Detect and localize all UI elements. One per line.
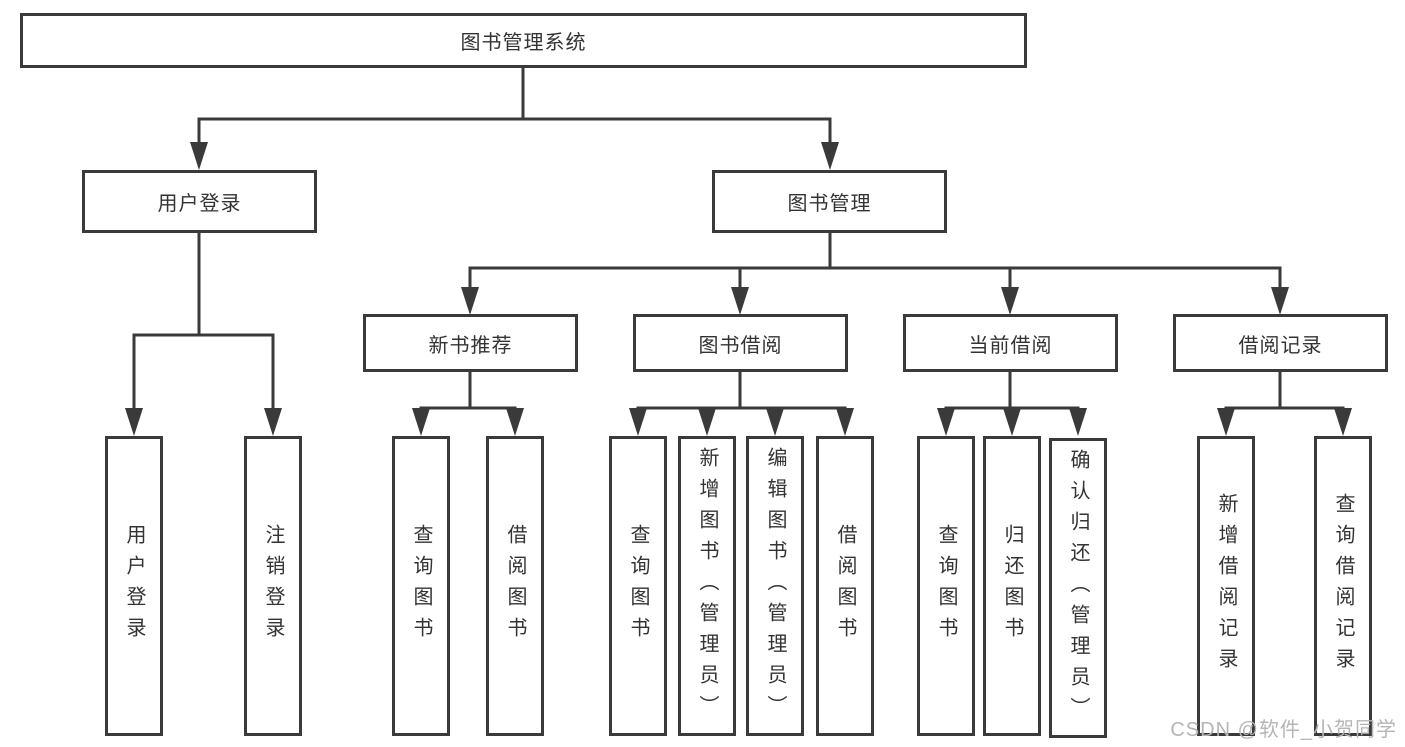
arrowheads-leaves [125, 408, 1352, 436]
connector-new-book-branch [419, 371, 517, 414]
node-label: 确认归还（管理员） [1067, 448, 1089, 728]
node-label: 借阅记录 [1238, 334, 1323, 357]
leaf-borrow-books: 借阅图书 [816, 436, 874, 736]
leaf-edit-book-admin: 编辑图书（管理员） [746, 436, 804, 736]
node-user-login: 用户登录 [82, 170, 317, 233]
node-label: 新增图书（管理员） [696, 446, 718, 726]
leaf-borrow-books-recommend: 借阅图书 [486, 436, 544, 736]
node-label: 归还图书 [1001, 524, 1023, 648]
leaf-add-borrow-record: 新增借阅记录 [1197, 436, 1255, 736]
connector-borrow-record-branch [1224, 371, 1345, 414]
leaf-logout: 注销登录 [244, 436, 302, 736]
arrowheads-level2 [190, 142, 839, 170]
node-new-book-recommendation: 新书推荐 [363, 314, 578, 372]
node-label: 查询图书 [627, 524, 649, 648]
node-label: 借阅图书 [504, 524, 526, 648]
node-label: 图书借阅 [698, 334, 783, 357]
node-label: 用户登录 [157, 193, 242, 215]
leaf-add-book-admin: 新增图书（管理员） [678, 436, 736, 736]
node-current-borrowing: 当前借阅 [903, 314, 1118, 372]
arrowheads-level3 [461, 287, 1289, 315]
node-book-management: 图书管理 [712, 170, 947, 233]
leaf-query-borrow-record: 查询借阅记录 [1314, 436, 1372, 736]
leaf-query-books-borrow: 查询图书 [609, 436, 667, 736]
node-label: 查询借阅记录 [1332, 493, 1354, 679]
leaf-confirm-return-admin: 确认归还（管理员） [1049, 438, 1107, 738]
node-label: 借阅图书 [834, 524, 856, 648]
node-borrowing-records: 借阅记录 [1173, 314, 1388, 372]
node-label: 注销登录 [262, 524, 284, 648]
leaf-user-login: 用户登录 [105, 436, 163, 736]
node-root: 图书管理系统 [20, 13, 1027, 68]
node-label: 编辑图书（管理员） [764, 446, 786, 726]
connector-book-borrow-branch [636, 371, 847, 414]
node-label: 用户登录 [123, 524, 145, 648]
node-label: 图书管理 [787, 193, 872, 215]
csdn-watermark: CSDN @软件_小贺同学 [1170, 719, 1397, 741]
leaf-return-book: 归还图书 [983, 436, 1041, 736]
node-label: 查询图书 [410, 524, 432, 648]
connector-book-management-branch [468, 231, 1282, 291]
node-label: 新增借阅记录 [1215, 493, 1237, 679]
node-label: 新书推荐 [428, 334, 513, 357]
connector-user-login-branch [132, 231, 275, 414]
leaf-query-books-recommend: 查询图书 [392, 436, 450, 736]
node-label: 图书管理系统 [460, 32, 587, 54]
connector-root-to-level2 [197, 66, 832, 146]
node-label: 查询图书 [935, 524, 957, 648]
leaf-query-books-current: 查询图书 [917, 436, 975, 736]
node-label: 当前借阅 [968, 334, 1053, 357]
node-book-borrowing: 图书借阅 [633, 314, 848, 372]
connector-current-borrow-branch [944, 371, 1080, 414]
